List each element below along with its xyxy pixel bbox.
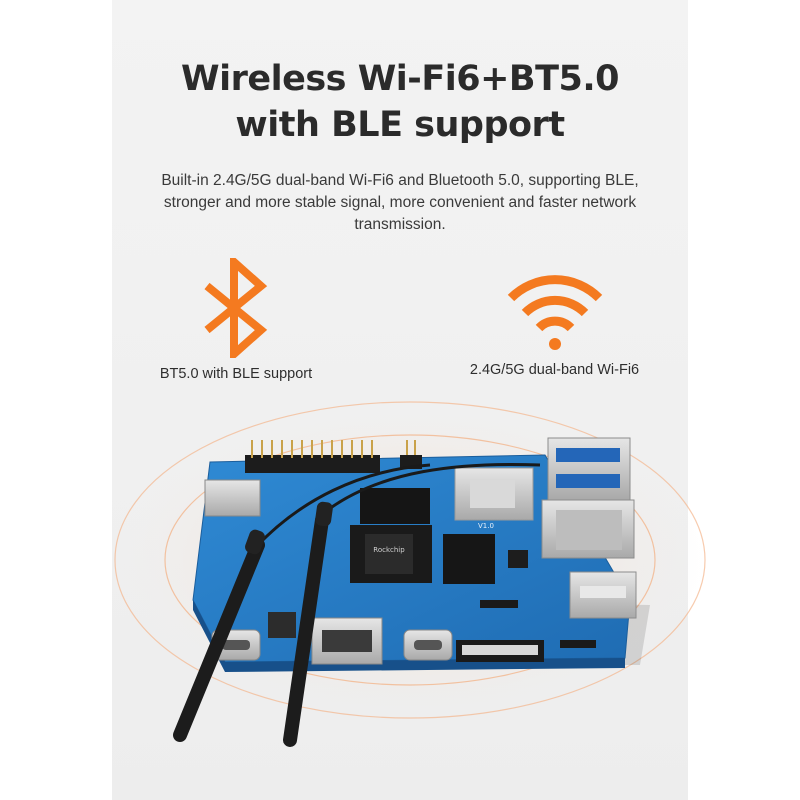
headline: Wireless Wi-Fi6+BT5.0 with BLE support — [0, 56, 800, 148]
bluetooth-icon — [204, 258, 268, 358]
feature-bluetooth-label: BT5.0 with BLE support — [159, 366, 313, 382]
feature-wifi: 2.4G/5G dual-band Wi-Fi6 — [452, 268, 657, 378]
feature-bluetooth: BT5.0 with BLE support — [150, 258, 322, 382]
description: Built-in 2.4G/5G dual-band Wi-Fi6 and Bl… — [161, 172, 639, 233]
headline-line-2: with BLE support — [235, 105, 565, 145]
feature-wifi-label: 2.4G/5G dual-band Wi-Fi6 — [469, 362, 640, 378]
headline-line-1: Wireless Wi-Fi6+BT5.0 — [181, 59, 619, 99]
wifi-icon — [507, 275, 602, 350]
